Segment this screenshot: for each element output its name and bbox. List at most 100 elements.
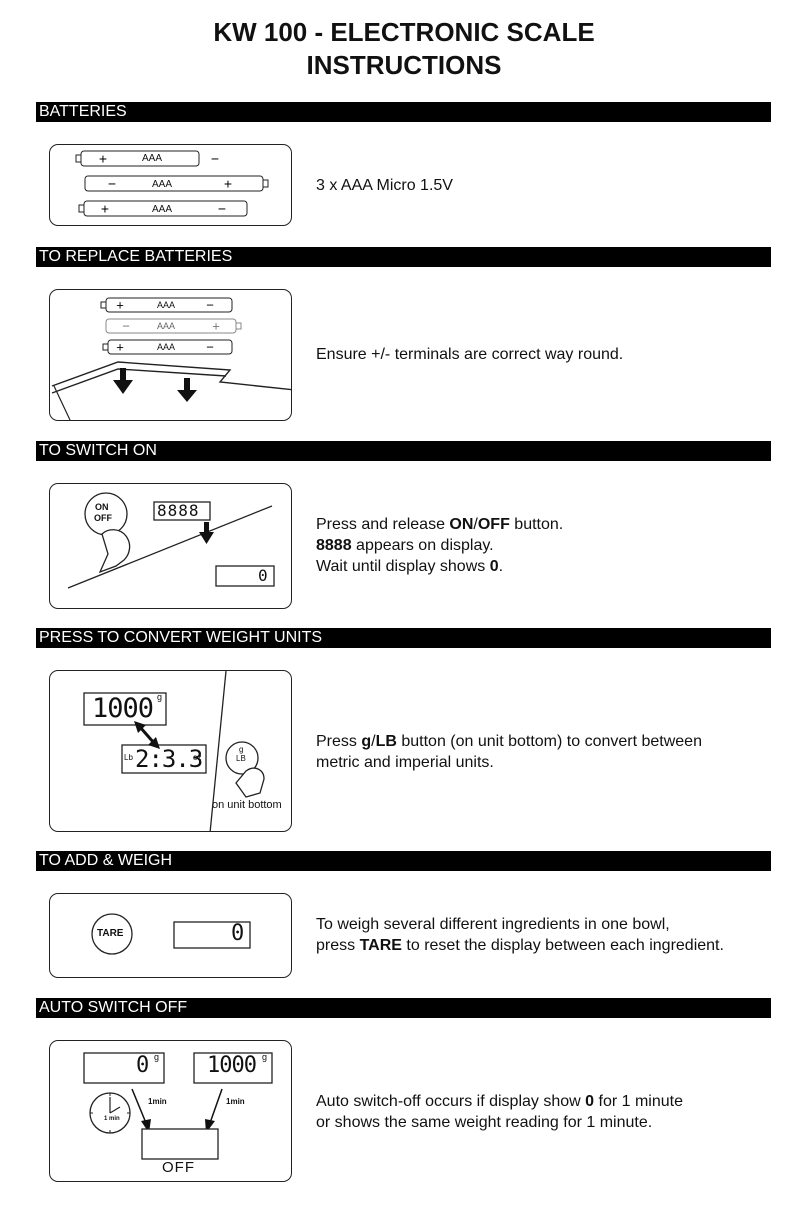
display-frame: [83, 692, 167, 726]
add-weigh-line-2: press TARE to reset the display between …: [316, 937, 724, 954]
clock-label: 1 min: [104, 1116, 120, 1122]
svg-text:+: +: [224, 176, 232, 192]
metric-unit: g: [157, 692, 163, 702]
battery-icon: − +: [84, 175, 269, 192]
display-frame: [121, 744, 207, 774]
battery-icon: + −: [100, 297, 233, 313]
switch-on-line-1: Press and release ON/OFF button.: [316, 516, 564, 533]
svg-text:−: −: [218, 201, 226, 217]
switch-on-description: Press and release ON/OFF button. 8888 ap…: [316, 514, 563, 577]
display-frame: [83, 1052, 165, 1084]
display-frame: [215, 565, 275, 587]
svg-text:−: −: [122, 319, 130, 334]
auto-off-line-1: Auto switch-off occurs if display show 0…: [316, 1093, 683, 1110]
down-arrow-icon: [205, 1088, 223, 1133]
replace-batteries-description: Ensure +/- terminals are correct way rou…: [316, 346, 624, 363]
svg-text:−: −: [108, 176, 116, 192]
auto-switch-off-illustration: 0 g 1000 g 1min 1min 1 min OFF: [49, 1040, 292, 1182]
svg-text:−: −: [206, 340, 214, 355]
auto-off-right-unit: g: [262, 1052, 268, 1062]
add-weigh-diagram: [91, 913, 251, 955]
battery-label: AAA: [152, 179, 173, 190]
imperial-right-unit: oz: [193, 753, 202, 762]
battery-label: AAA: [157, 321, 176, 331]
batteries-description: 3 x AAA Micro 1.5V: [316, 177, 453, 194]
replace-battery-diagram: + − − + + −: [51, 297, 291, 420]
section-heading-batteries: BATTERIES: [36, 102, 771, 122]
imperial-reading: 2:3.3: [135, 745, 203, 773]
add-weigh-line-1: To weigh several different ingredients i…: [316, 916, 670, 933]
tare-button-icon: [91, 913, 133, 955]
convert-line-1: Press g/LB button (on unit bottom) to co…: [316, 733, 702, 750]
display-zero-reading: 0: [258, 566, 268, 585]
on-off-button-label: ON: [95, 502, 109, 512]
tare-button-label: TARE: [97, 928, 124, 939]
svg-text:+: +: [101, 201, 109, 217]
batteries-illustration: + − − + + − AAA AAA AAA: [49, 144, 292, 226]
down-arrow-icon: [177, 378, 197, 402]
document-title: KW 100 - ELECTRONIC SCALE INSTRUCTIONS: [0, 16, 808, 82]
clock-icon: [89, 1092, 131, 1134]
off-label: OFF: [162, 1159, 195, 1176]
battery-compartment-lid: [51, 361, 291, 420]
battery-label: AAA: [157, 342, 176, 352]
display-test-reading: 8888: [157, 501, 200, 520]
down-arrow-icon: [199, 522, 214, 544]
battery-label: AAA: [152, 204, 173, 215]
battery-icon: + −: [102, 339, 233, 355]
double-arrow-icon: [134, 721, 160, 749]
switch-on-diagram: [67, 492, 275, 589]
auto-off-line-2: or shows the same weight reading for 1 m…: [316, 1114, 653, 1131]
title-line-2: INSTRUCTIONS: [306, 50, 502, 80]
convert-units-description: Press g/LB button (on unit bottom) to co…: [316, 731, 702, 773]
metric-reading: 1000: [92, 693, 154, 724]
g-lb-button-label: g: [239, 745, 244, 754]
svg-text:−: −: [206, 298, 214, 313]
display-frame: [153, 501, 211, 521]
section-heading-auto-switch-off: AUTO SWITCH OFF: [36, 998, 771, 1018]
down-arrow-icon: [113, 368, 133, 394]
auto-off-left-unit: g: [154, 1052, 160, 1062]
add-weigh-description: To weigh several different ingredients i…: [316, 914, 724, 956]
display-frame: [141, 1128, 219, 1160]
add-weigh-illustration: TARE 0: [49, 893, 292, 978]
battery-icon: − +: [105, 318, 242, 334]
unit-bottom-caption: on unit bottom: [212, 799, 282, 811]
left-arrow-label: 1min: [148, 1097, 167, 1106]
battery-icon: + −: [75, 150, 219, 167]
section-heading-switch-on: TO SWITCH ON: [36, 441, 771, 461]
section-heading-convert-units: PRESS TO CONVERT WEIGHT UNITS: [36, 628, 771, 648]
auto-off-right-reading: 1000: [207, 1053, 257, 1078]
battery-icon: + −: [78, 200, 248, 217]
battery-label: AAA: [142, 153, 163, 164]
svg-text:+: +: [212, 319, 220, 334]
battery-diagram: + − − + + −: [75, 150, 269, 217]
auto-switch-off-description: Auto switch-off occurs if display show 0…: [316, 1091, 683, 1133]
imperial-left-unit: Lb: [124, 753, 133, 762]
convert-line-2: metric and imperial units.: [316, 754, 494, 771]
display-frame: [193, 1052, 273, 1084]
switch-on-illustration: ON OFF 8888 0: [49, 483, 292, 609]
unit-divider-line: [209, 671, 227, 831]
right-arrow-label: 1min: [226, 1097, 245, 1106]
section-heading-replace-batteries: TO REPLACE BATTERIES: [36, 247, 771, 267]
display-frame: [173, 921, 251, 949]
battery-label: AAA: [157, 300, 176, 310]
scale-surface-line: [67, 505, 273, 589]
switch-on-line-3: Wait until display shows 0.: [316, 558, 504, 575]
svg-text:−: −: [211, 151, 219, 167]
svg-text:+: +: [116, 298, 124, 313]
svg-text:+: +: [116, 340, 124, 355]
switch-on-line-2: 8888 appears on display.: [316, 537, 494, 554]
auto-switch-off-diagram: [83, 1052, 273, 1160]
g-lb-button-icon: [225, 741, 259, 775]
on-off-button-label: OFF: [94, 513, 112, 523]
replace-batteries-illustration: + − − + + − AAA AAA AAA: [49, 289, 292, 421]
g-lb-button-label: LB: [236, 754, 246, 763]
finger-icon: [98, 529, 131, 574]
title-line-1: KW 100 - ELECTRONIC SCALE: [213, 17, 595, 47]
down-arrow-icon: [131, 1088, 151, 1133]
svg-text:+: +: [99, 151, 107, 167]
tare-display-reading: 0: [231, 921, 245, 946]
convert-units-illustration: 1000 g Lb 2:3.3 oz g LB on unit bottom: [49, 670, 292, 832]
